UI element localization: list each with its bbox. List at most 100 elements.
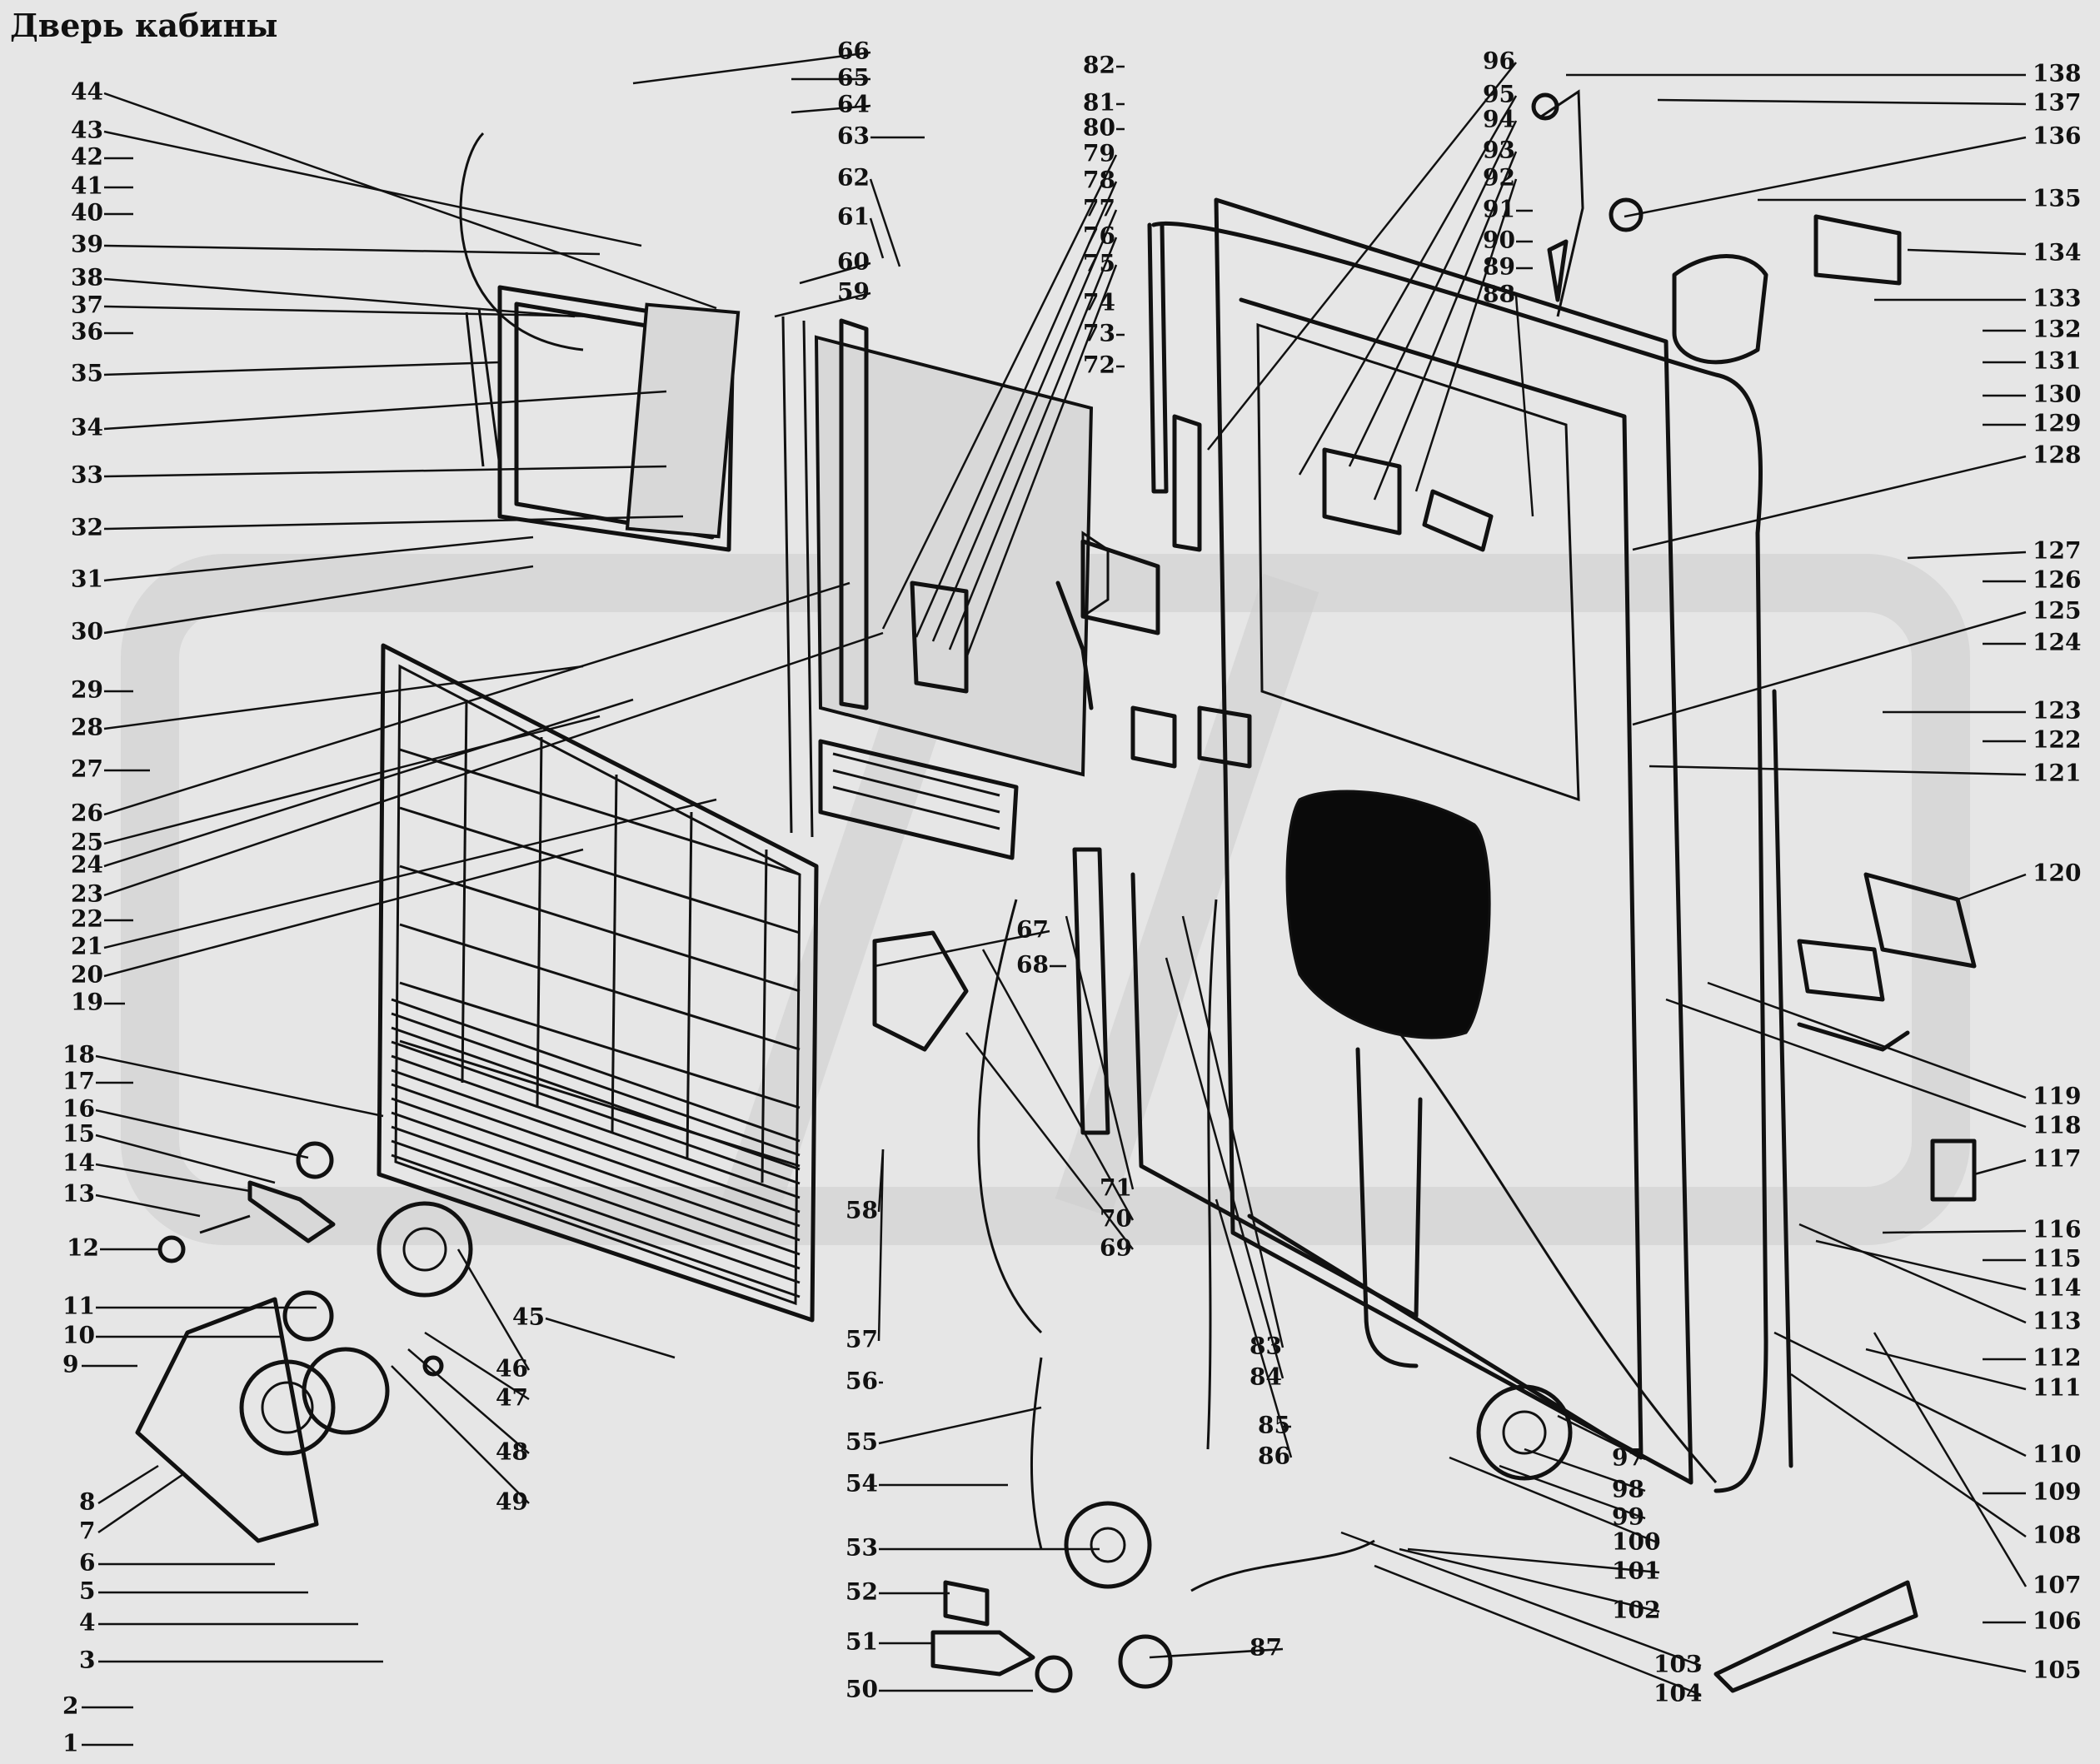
leader-line-83 (1181, 915, 1284, 1348)
leader-line-134 (1907, 248, 2027, 256)
panel-rib (399, 865, 801, 993)
part-label-18: 18 (62, 1041, 95, 1069)
leader-line-86 (1215, 1198, 1293, 1458)
part-label-113: 113 (2033, 1308, 2081, 1335)
part-label-129: 129 (2033, 410, 2081, 437)
leader-line-120 (1957, 873, 2027, 901)
leader-line-38 (103, 277, 576, 318)
leader-line-121 (1649, 765, 2027, 776)
leader-line-97 (1557, 1414, 1646, 1461)
part-label-49: 49 (496, 1488, 528, 1516)
leader-line-99 (1499, 1464, 1646, 1520)
part-label-74: 74 (1083, 289, 1115, 316)
panel-rib (399, 923, 801, 1051)
part-label-26: 26 (71, 800, 103, 827)
part-label-23: 23 (71, 880, 103, 908)
leader-line-34 (103, 390, 667, 431)
part-label-7: 7 (79, 1517, 95, 1545)
part-label-51: 51 (845, 1628, 878, 1656)
door-shell (1130, 197, 1693, 1485)
leader-line-94 (1348, 120, 1518, 467)
part-label-77: 77 (1083, 195, 1115, 222)
part-label-87: 87 (1250, 1634, 1282, 1662)
part-label-31: 31 (71, 566, 103, 593)
part-label-53: 53 (845, 1534, 878, 1562)
part-label-80: 80 (1083, 114, 1115, 142)
part-label-13: 13 (62, 1180, 95, 1208)
part-label-45: 45 (512, 1303, 545, 1331)
part-label-108: 108 (2033, 1522, 2081, 1549)
part-label-101: 101 (1612, 1557, 1660, 1585)
part-label-62: 62 (837, 164, 870, 192)
leader-line-18 (95, 1054, 384, 1118)
leader-line-87 (1149, 1647, 1284, 1659)
part-label-92: 92 (1483, 164, 1515, 192)
part-label-100: 100 (1612, 1528, 1660, 1556)
part-label-27: 27 (71, 755, 103, 783)
part-label-90: 90 (1483, 227, 1515, 254)
part-label-115: 115 (2033, 1245, 2081, 1273)
part-label-6: 6 (79, 1549, 95, 1577)
panel-louver (391, 1139, 801, 1284)
handle-small-parts-left (157, 1141, 336, 1263)
panel-rib (399, 981, 801, 1109)
window-glass-center (781, 316, 1094, 838)
leader-line-71 (1065, 915, 1135, 1190)
part-label-130: 130 (2033, 381, 2081, 408)
panel-rib (399, 748, 801, 876)
part-label-38: 38 (71, 264, 103, 292)
part-label-69: 69 (1100, 1234, 1132, 1262)
part-label-73: 73 (1083, 320, 1115, 347)
leader-line-105 (1832, 1631, 2027, 1673)
part-label-121: 121 (2033, 760, 2081, 787)
panel-louver (391, 1083, 801, 1228)
part-label-11: 11 (62, 1293, 95, 1320)
leader-line-39 (103, 244, 601, 256)
leader-line-69 (965, 1032, 1134, 1250)
leader-line-64 (791, 104, 871, 114)
part-label-75: 75 (1083, 250, 1115, 277)
panel-louver (391, 1125, 801, 1270)
panel-louver (391, 1054, 801, 1199)
part-label-91: 91 (1483, 196, 1515, 223)
part-label-112: 112 (2033, 1344, 2081, 1372)
part-label-22: 22 (71, 905, 103, 933)
part-label-133: 133 (2033, 285, 2081, 312)
part-label-117: 117 (2033, 1145, 2081, 1173)
leader-line-59 (774, 292, 871, 318)
part-label-85: 85 (1258, 1412, 1290, 1439)
part-label-33: 33 (71, 461, 103, 489)
leader-line-67 (874, 929, 1050, 968)
part-label-102: 102 (1612, 1597, 1660, 1624)
leader-line-114 (1815, 1239, 2027, 1291)
leader-lines (82, 51, 2028, 1747)
leader-line-77 (931, 209, 1118, 642)
part-label-25: 25 (71, 829, 103, 856)
part-label-61: 61 (837, 203, 870, 231)
leader-line-61 (869, 217, 885, 259)
part-label-84: 84 (1250, 1363, 1282, 1391)
leader-line-57 (877, 1149, 885, 1342)
part-label-54: 54 (845, 1470, 878, 1497)
leader-line-127 (1907, 551, 2027, 560)
part-label-4: 4 (79, 1609, 95, 1637)
part-label-105: 105 (2033, 1657, 2081, 1684)
leader-line-37 (103, 305, 601, 318)
part-label-41: 41 (71, 172, 103, 200)
part-label-136: 136 (2033, 122, 2081, 150)
leader-line-76 (948, 237, 1118, 650)
panel-louver (391, 1154, 801, 1298)
leader-line-16 (95, 1109, 309, 1159)
part-label-63: 63 (837, 122, 870, 150)
window-frame-left (465, 285, 741, 552)
vertical-guides (1072, 222, 1202, 1135)
leader-line-102 (1399, 1547, 1660, 1613)
part-label-137: 137 (2033, 89, 2081, 117)
leader-line-26 (103, 581, 850, 816)
leader-line-118 (1665, 998, 2027, 1129)
part-label-59: 59 (837, 278, 870, 306)
part-label-52: 52 (845, 1578, 878, 1606)
leader-line-119 (1707, 981, 2027, 1099)
part-label-94: 94 (1483, 106, 1515, 133)
part-label-42: 42 (71, 143, 103, 171)
